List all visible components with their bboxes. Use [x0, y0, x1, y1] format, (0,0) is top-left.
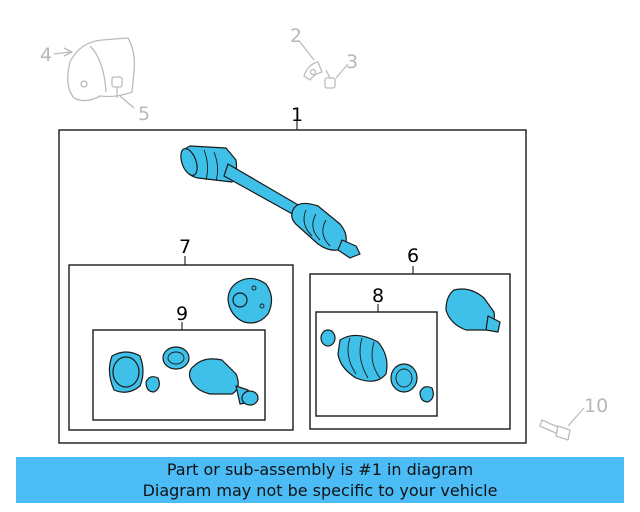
leader-5: [119, 95, 135, 109]
banner-line-1: Part or sub-assembly is #1 in diagram: [166, 460, 474, 479]
leader-2: [299, 41, 315, 61]
clamp-ring-9[interactable]: [162, 346, 190, 370]
bolt-part-3[interactable]: [324, 69, 336, 89]
clip-ring-9[interactable]: [145, 376, 160, 393]
callout-7[interactable]: 7: [179, 236, 191, 258]
boot-part-9[interactable]: [108, 351, 144, 393]
callout-4[interactable]: 4: [40, 44, 52, 66]
callout-9[interactable]: 9: [176, 303, 188, 325]
callout-5[interactable]: 5: [138, 103, 150, 125]
callout-1[interactable]: 1: [291, 104, 303, 126]
assembly-box-7: [68, 264, 294, 431]
small-clamp-8[interactable]: [320, 329, 336, 347]
callout-10[interactable]: 10: [584, 395, 608, 417]
callout-2[interactable]: 2: [290, 25, 302, 47]
leader-3: [335, 63, 349, 79]
leader-4: [53, 51, 71, 55]
banner-line-2: Diagram may not be specific to your vehi…: [142, 481, 498, 500]
assembly-box-1: [58, 129, 527, 444]
arrow-4: [63, 47, 74, 57]
callout-8[interactable]: 8: [372, 285, 384, 307]
bolt-part-5[interactable]: [111, 76, 123, 98]
bolt-part-10[interactable]: [539, 419, 571, 441]
boot-part-8[interactable]: [337, 334, 388, 382]
callout-6[interactable]: 6: [407, 245, 419, 267]
assembly-box-6: [309, 273, 511, 430]
outer-joint-part-7[interactable]: [227, 277, 273, 324]
small-clamp-9[interactable]: [241, 390, 259, 406]
assembly-box-9: [92, 329, 266, 421]
clip-ring-8[interactable]: [419, 386, 434, 403]
clamp-part-2[interactable]: [303, 61, 323, 81]
assembly-box-8: [315, 311, 438, 417]
heat-shield-part-4[interactable]: [67, 37, 136, 102]
info-banner: Part or sub-assembly is #1 in diagram Di…: [16, 457, 624, 503]
inner-joint-part-6[interactable]: [445, 288, 501, 333]
clamp-ring-8[interactable]: [390, 363, 418, 393]
axle-shaft-part-1[interactable]: [178, 145, 361, 259]
callout-3[interactable]: 3: [346, 51, 358, 73]
leader-10: [567, 407, 585, 427]
inner-joint-part-9[interactable]: [188, 358, 251, 405]
